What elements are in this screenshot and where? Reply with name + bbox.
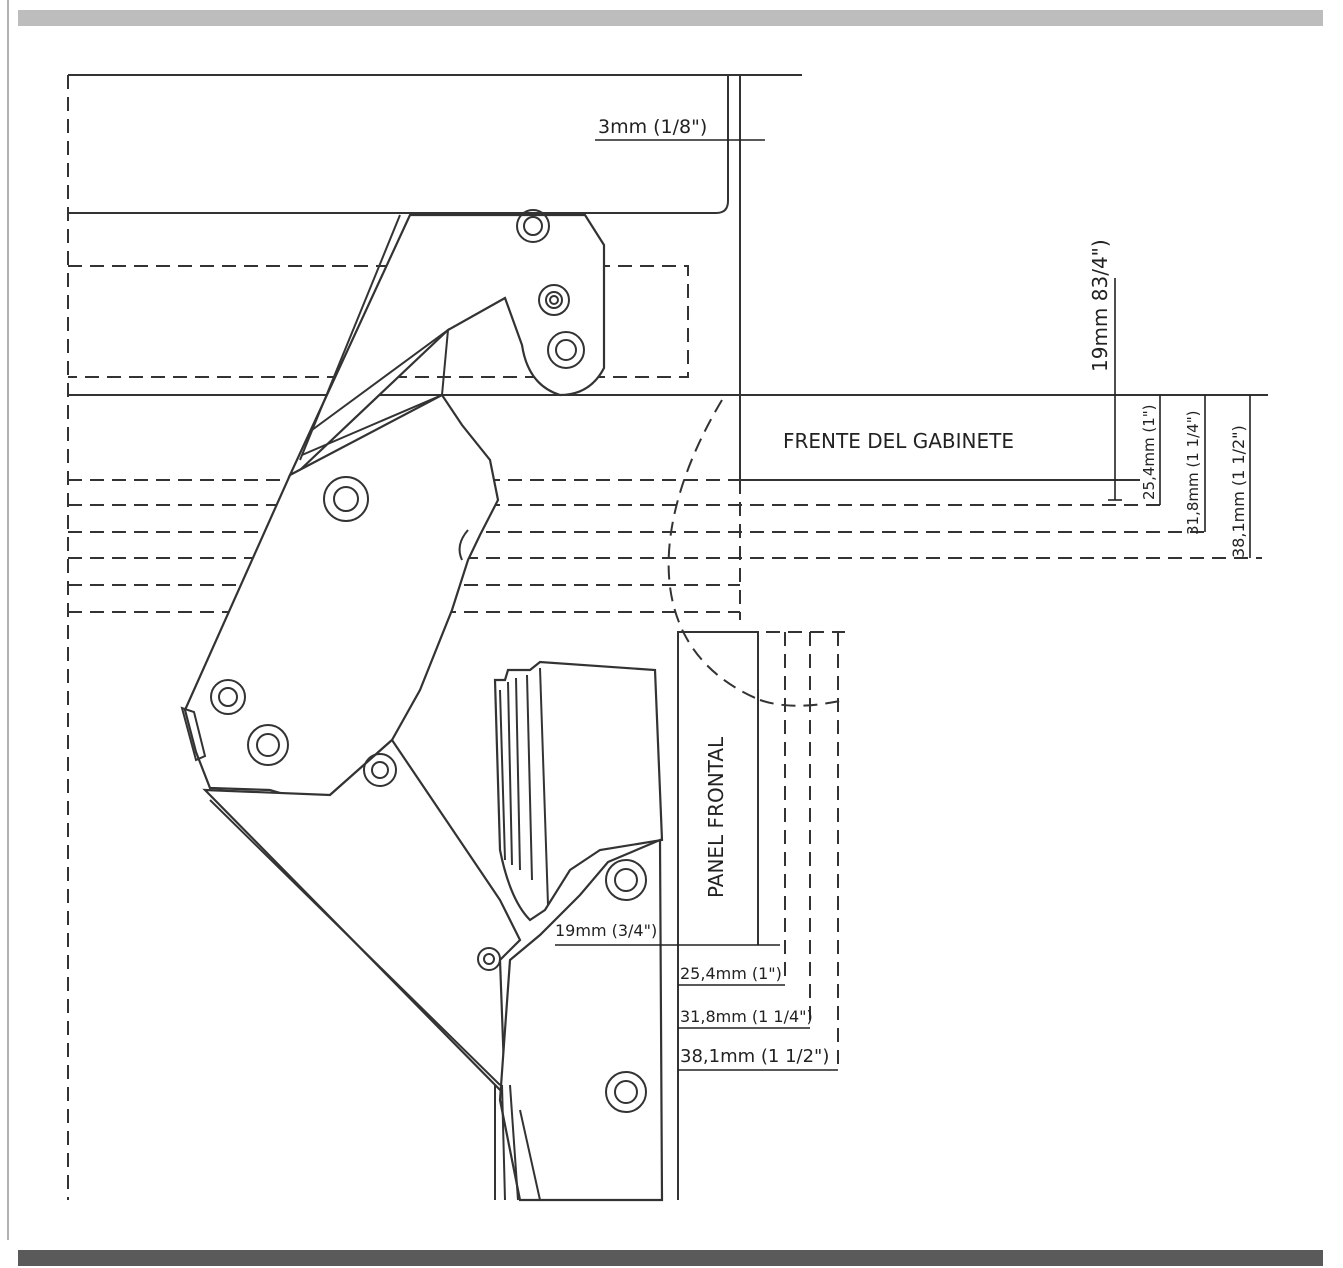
label-h-38: 38,1mm (1 1/2")	[680, 1046, 829, 1067]
label-gap-top: 3mm (1/8")	[598, 116, 707, 138]
label-h-31: 31,8mm (1 1/4")	[680, 1007, 813, 1026]
label-v-25: 25,4mm (1")	[1140, 404, 1158, 500]
door-panel	[677, 631, 845, 1200]
vertical-dimensions	[1108, 278, 1251, 558]
horizontal-dimensions	[555, 944, 838, 1071]
hinge-lower-arm	[202, 738, 522, 1098]
label-front-panel: PANEL FRONTAL	[704, 736, 728, 898]
cabinet-front	[68, 394, 1268, 620]
top-panel	[67, 74, 802, 1200]
label-h-19: 19mm (3/4")	[555, 921, 657, 940]
hinge-cup	[493, 660, 664, 1202]
top-bar	[18, 10, 1323, 26]
label-h-25: 25,4mm (1")	[680, 964, 782, 983]
hinge-body	[180, 393, 500, 798]
label-v-31: 31,8mm (1 1/4")	[1184, 411, 1202, 535]
bottom-bar	[18, 1250, 1323, 1266]
label-cabinet-front: FRENTE DEL GABINETE	[783, 429, 1014, 453]
label-v-38: 38,1mm (1 1/2")	[1229, 425, 1248, 558]
door-swing-arc	[667, 399, 761, 701]
label-overlay-vertical: 19mm 83/4")	[1088, 239, 1112, 372]
hinge-upper-arm	[287, 209, 606, 478]
